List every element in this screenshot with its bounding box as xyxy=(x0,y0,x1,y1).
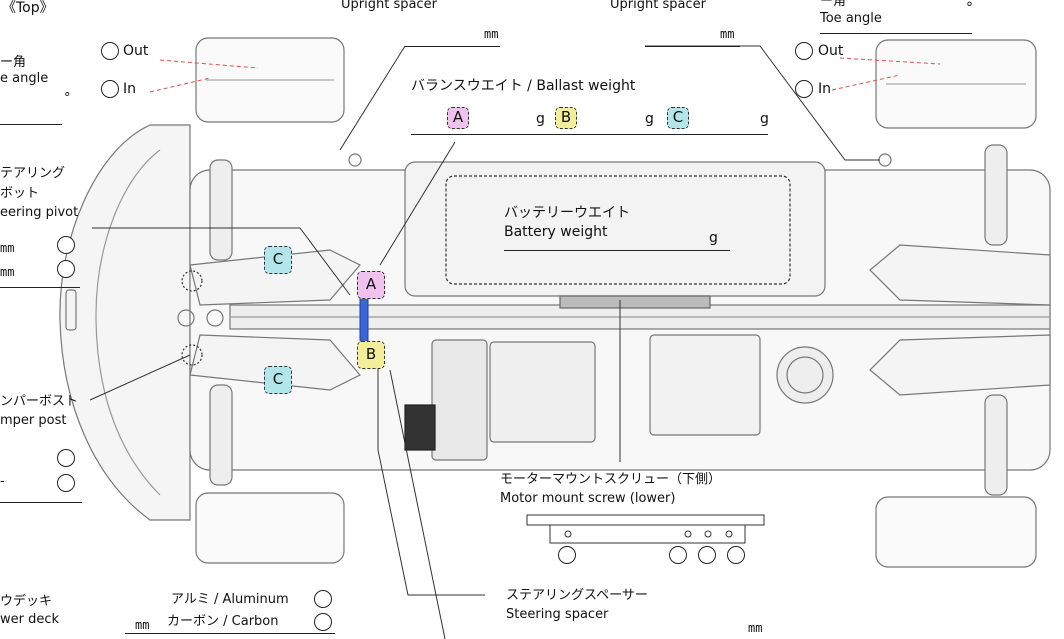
steering-pivot-option-2[interactable] xyxy=(57,260,75,278)
steering-spacer-jp: ステアリングスペーサー xyxy=(506,588,648,603)
motor-mount-option-3[interactable] xyxy=(698,546,716,564)
chassis-tag-a: A xyxy=(357,271,385,299)
motor-mount-plate xyxy=(526,514,765,526)
in-right-checkbox[interactable] xyxy=(795,80,813,98)
motor-mount-option-2[interactable] xyxy=(669,546,687,564)
toe-right-degree: ° xyxy=(966,0,973,16)
ballast-title: バランスウエイト / Ballast weight xyxy=(411,78,636,94)
toe-left-jp: ー角 xyxy=(0,55,27,70)
front-left-wheel-bottom xyxy=(195,492,345,564)
motor-mount-en: Motor mount screw (lower) xyxy=(500,491,676,506)
material-rule xyxy=(125,633,335,634)
out-right-checkbox[interactable] xyxy=(795,42,813,60)
toe-left-en: e angle xyxy=(0,71,49,86)
material-unit: mm xyxy=(135,618,150,632)
material-aluminum-label: アルミ / Aluminum xyxy=(171,592,289,607)
ballast-tag-a: A xyxy=(447,107,469,129)
upright-spacer-left-unit: mm xyxy=(484,27,499,41)
upright-spacer-right-label: Upright spacer xyxy=(610,0,706,12)
ballast-b-unit: g xyxy=(645,111,654,127)
blue-marker xyxy=(359,294,369,344)
chassis-tag-c-bottom: C xyxy=(264,366,292,394)
bumper-post-option-1[interactable] xyxy=(57,449,75,467)
material-carbon-label: カーボン / Carbon xyxy=(167,614,279,629)
battery-weight-jp: バッテリーウエイト xyxy=(504,205,630,221)
steering-spacer-en: Steering spacer xyxy=(506,607,609,622)
material-aluminum-option[interactable] xyxy=(314,590,332,608)
ballast-tag-c: C xyxy=(667,107,689,129)
steering-pivot-en: eering pivot xyxy=(0,205,79,220)
steering-pivot-unit-1: mm xyxy=(0,241,15,255)
steering-pivot-jp2: ボット xyxy=(0,186,40,201)
material-carbon-option[interactable] xyxy=(314,613,332,631)
steering-pivot-jp1: テアリング xyxy=(0,166,66,181)
bumper-post-dash: - xyxy=(0,474,5,489)
lower-deck-jp: ウデッキ xyxy=(0,594,53,609)
battery-weight-unit: g xyxy=(709,230,718,246)
bumper-post-option-2[interactable] xyxy=(57,474,75,492)
rear-left-wheel-bottom xyxy=(875,496,1037,568)
battery-outline xyxy=(404,161,826,297)
battery-weight-rule xyxy=(504,250,730,251)
motor-mount-jp: モーターマウントスクリュー（下側） xyxy=(500,472,722,487)
out-left-checkbox[interactable] xyxy=(101,42,119,60)
upright-spacer-right-rule xyxy=(645,46,740,47)
upright-spacer-left-label: Upright spacer xyxy=(341,0,437,12)
motor-mount-option-4[interactable] xyxy=(727,546,745,564)
in-left-label: In xyxy=(123,81,137,97)
toe-left-rule xyxy=(0,124,62,125)
ballast-a-unit: g xyxy=(536,111,545,127)
motor-mount-option-1[interactable] xyxy=(558,546,576,564)
battery-weight-en: Battery weight xyxy=(504,224,608,240)
out-left-label: Out xyxy=(123,43,149,59)
bumper-post-en: mper post xyxy=(0,413,67,428)
steering-pivot-option-1[interactable] xyxy=(57,236,75,254)
toe-right-rule xyxy=(820,33,972,34)
ballast-c-unit: g xyxy=(760,111,769,127)
motor xyxy=(649,334,761,436)
toe-right-jp: ー角 xyxy=(820,0,847,9)
in-left-checkbox[interactable] xyxy=(101,80,119,98)
view-label: 《Top》 xyxy=(2,0,54,16)
bumper-post-rule xyxy=(0,502,82,503)
upright-spacer-right-unit: mm xyxy=(720,27,735,41)
steering-pivot-unit-2: mm xyxy=(0,265,15,279)
in-right-label: In xyxy=(818,81,832,97)
chassis-tag-b: B xyxy=(357,341,385,369)
toe-left-degree: ° xyxy=(64,91,71,106)
bumper-post-jp: ンパーボスト xyxy=(0,394,79,409)
esc xyxy=(489,341,596,443)
steering-pivot-rule xyxy=(0,287,80,288)
upright-spacer-left-rule xyxy=(405,46,500,47)
ballast-rule xyxy=(411,134,768,135)
front-bumper xyxy=(59,124,191,521)
out-right-label: Out xyxy=(818,43,844,59)
chassis-tag-c-top: C xyxy=(264,246,292,274)
lower-deck-en: wer deck xyxy=(0,612,60,627)
ballast-tag-b: B xyxy=(555,107,577,129)
steering-spacer-unit: mm xyxy=(748,621,763,635)
toe-right-en: Toe angle xyxy=(820,11,882,26)
servo xyxy=(431,339,488,461)
